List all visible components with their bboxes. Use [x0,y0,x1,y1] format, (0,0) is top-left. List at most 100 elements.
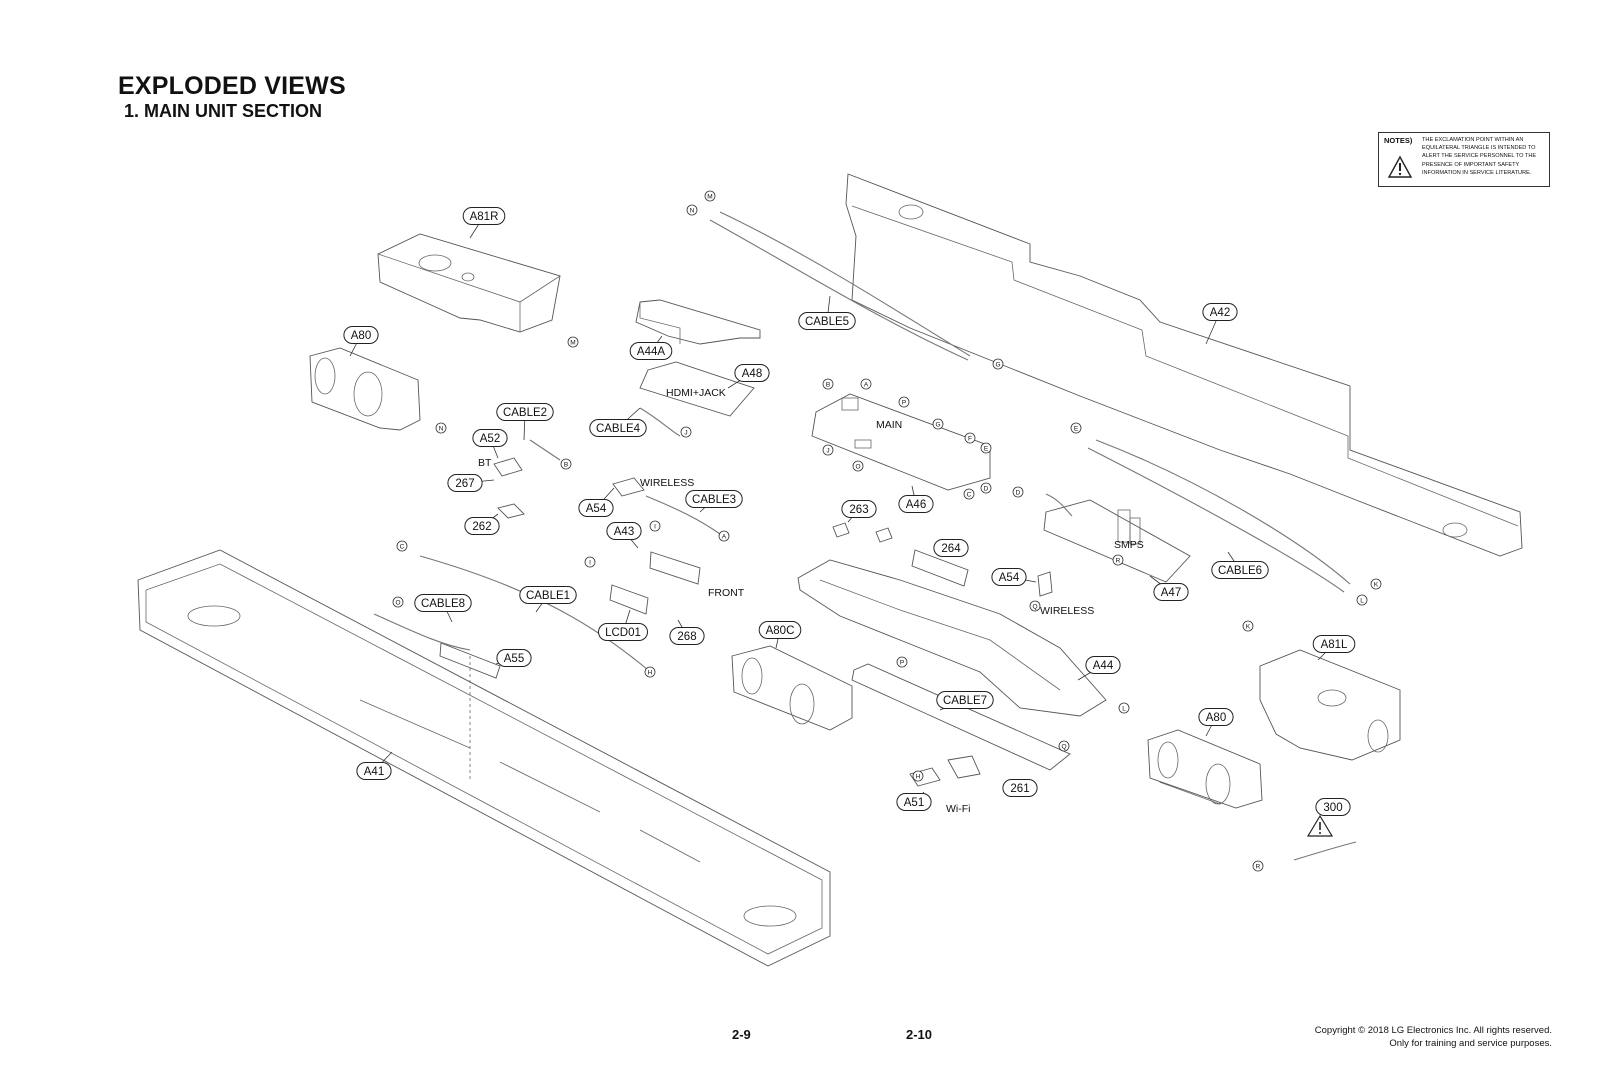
callout-text: 267 [455,478,474,490]
callout-cable3: CABLE3 [685,490,743,508]
connector-text: L [1360,597,1364,604]
connector-c: C [396,540,408,552]
connector-text: N [690,207,695,214]
part-label-hdmi-jack: HDMI+JACK [666,387,726,399]
callout-text: LCD01 [605,627,641,639]
part-a80-speaker-right [1147,729,1263,809]
connector-q: Q [1058,740,1070,752]
callout-text: A80 [351,330,371,342]
connector-m: M [567,336,579,348]
connector-p: P [898,396,910,408]
warning-triangle-icon [1387,155,1413,178]
part-a46-main-board [811,393,991,491]
callout-text: A41 [364,766,384,778]
callout-text: 300 [1323,802,1342,814]
callout-264: 264 [933,539,969,557]
callout-a42: A42 [1202,303,1238,321]
connector-text: P [902,399,906,406]
connector-text: R [1116,557,1121,564]
connector-e: E [1070,422,1082,434]
section-subtitle: 1. MAIN UNIT SECTION [124,101,323,121]
connector-text: B [564,461,568,468]
part-label-bt: BT [478,457,492,469]
part-a41-base-enclosure [137,549,831,967]
callout-text: 263 [849,504,868,516]
cables [373,211,1357,861]
connector-text: P [900,659,904,666]
callout-lcd01: LCD01 [598,623,648,641]
callout-text: CABLE6 [1218,565,1262,577]
connector-k: K [1242,620,1254,632]
callout-text: 264 [941,543,961,555]
callout-cable6: CABLE6 [1211,561,1269,579]
callout-text: A44A [637,346,665,358]
connector-text: I [589,559,591,566]
connector-text: K [1374,581,1379,588]
callout-cable8: CABLE8 [414,594,472,612]
part-label-wireless: WIRELESS [1040,605,1094,617]
connector-text: D [1016,489,1021,496]
connector-q: Q [1029,600,1041,612]
connector-o: O [852,460,864,472]
callout-cable7: CABLE7 [936,691,994,709]
connector-text: J [684,429,687,436]
callout-text: A44 [1093,660,1114,672]
part-cable7-ribbon [851,663,1071,771]
callout-268: 268 [669,627,705,645]
callout-cable2: CABLE2 [496,403,554,421]
connector-b: B [822,378,834,390]
callout-text: 268 [677,631,696,643]
callout-300: 300 [1315,798,1351,816]
connector-text: J [826,447,829,454]
connector-text: I [654,523,656,530]
connector-text: M [570,339,575,346]
callout-text: CABLE3 [692,494,736,506]
callout-text: CABLE8 [421,598,465,610]
connector-r: R [1112,554,1124,566]
connector-text: Q [1061,743,1066,750]
part-text-labels: HDMI+JACKMAINBTWIRELESSFRONTSMPSWIRELESS… [478,387,1144,815]
callout-a54: A54 [991,568,1027,586]
callout-text: A55 [504,653,524,665]
part-label-main: MAIN [876,419,902,431]
connector-text: D [984,485,989,492]
connector-n: N [435,422,447,434]
page-number-right: 2-10 [906,1027,933,1042]
connector-text: N [439,425,444,432]
callout-text: CABLE2 [503,407,547,419]
part-small-components [439,457,1053,787]
callout-text: A43 [614,526,634,538]
connector-text: K [1246,623,1251,630]
connector-text: R [1256,863,1261,870]
callout-text: CABLE4 [596,423,641,435]
callout-text: A54 [999,572,1020,584]
connector-a: A [860,378,872,390]
callout-text: CABLE7 [943,695,987,707]
callout-a41: A41 [356,762,392,780]
callout-cable1: CABLE1 [519,586,577,604]
connector-a: A [718,530,730,542]
page-title: EXPLODED VIEWS [118,72,346,100]
callout-a47: A47 [1153,583,1189,601]
connector-text: O [855,463,860,470]
callout-a44a: A44A [629,342,673,360]
callout-text: A80C [766,625,795,637]
connector-text: H [648,669,653,676]
connector-r: R [1252,860,1264,872]
callout-cable4: CABLE4 [589,419,647,437]
connector-c: C [963,488,975,500]
part-a81l-speaker-box [1259,649,1401,761]
callout-text: A47 [1161,587,1181,599]
part-a80-speaker-left [309,347,421,431]
connector-text: Q [1032,603,1037,610]
callout-a80: A80 [343,326,379,344]
copyright-line-1: Copyright © 2018 LG Electronics Inc. All… [1314,1025,1552,1036]
callout-a48: A48 [734,364,770,382]
callout-a80c: A80C [758,621,802,639]
part-a48-hdmi-board [639,361,755,417]
connector-l: L [1356,594,1368,606]
connector-f: F [964,432,976,444]
connector-o: O [392,596,404,608]
